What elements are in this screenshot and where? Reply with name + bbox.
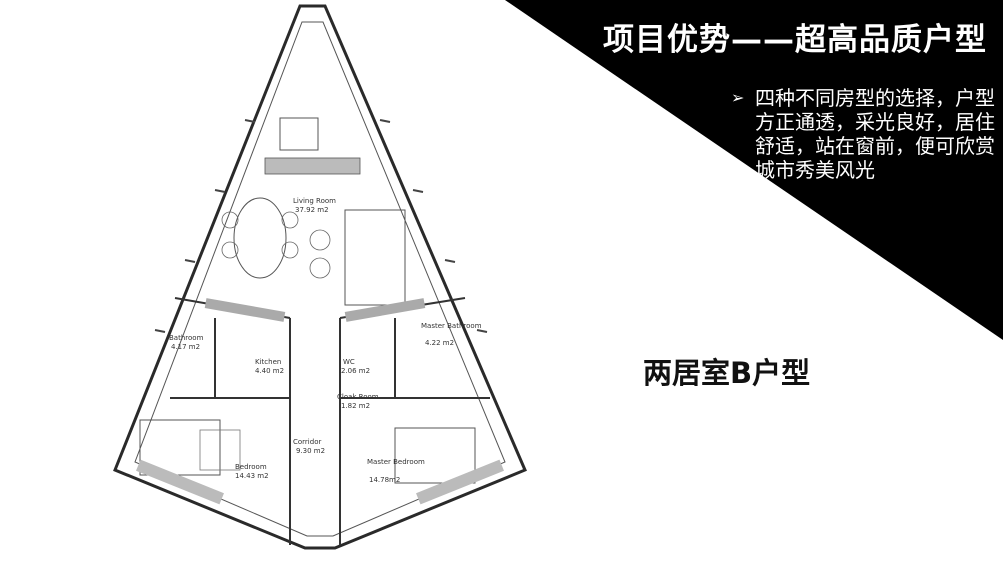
window-bottom-left: [136, 459, 224, 505]
window-ticks: [154, 119, 488, 333]
bullet-text: 四种不同房型的选择，户型方正通透，采光良好，居住舒适，站在窗前，便可欣赏城市秀美…: [755, 86, 995, 182]
room-name-bathroom: Bathroom: [169, 334, 204, 342]
room-area-wc: 2.06 m2: [341, 367, 370, 375]
tv-console: [264, 157, 361, 175]
floor-plan-outline: [113, 4, 527, 550]
window-bottom-right: [416, 459, 504, 505]
room-name-cloak-room: Cloak Room: [337, 393, 379, 401]
room-name-master-bathroom: Master Bathroom: [421, 322, 482, 330]
room-name-corridor: Corridor: [293, 438, 321, 446]
room-area-bedroom: 14.43 m2: [235, 472, 269, 480]
unit-type-label: 两居室B户型: [643, 356, 811, 390]
room-name-kitchen: Kitchen: [255, 358, 281, 366]
floor-plan-inner-outline: [134, 21, 506, 537]
bullet-point: ➢ 四种不同房型的选择，户型方正通透，采光良好，居住舒适，站在窗前，便可欣赏城市…: [731, 86, 995, 182]
sofa: [344, 209, 406, 306]
room-name-living: Living Room: [293, 197, 336, 205]
room-area-master-bathroom: 4.22 m2: [425, 339, 454, 347]
floor-plan-drawing: Living Room 37.92 m2 Bathroom 4.17 m2 Ki…: [113, 4, 527, 550]
room-area-corridor: 9.30 m2: [296, 447, 325, 455]
room-area-master-bedroom: 14.78m2: [369, 476, 400, 484]
bed-left: [139, 419, 221, 476]
room-area-cloak-room: 1.82 m2: [341, 402, 370, 410]
dining-table: [233, 197, 287, 279]
room-area-kitchen: 4.40 m2: [255, 367, 284, 375]
room-area-bathroom: 4.17 m2: [171, 343, 200, 351]
bullet-arrow-icon: ➢: [731, 88, 745, 107]
room-area-living: 37.92 m2: [295, 206, 329, 214]
partition-walls: [170, 297, 490, 545]
room-name-wc: WC: [343, 358, 355, 366]
counter-right: [344, 298, 426, 322]
slide-title: 项目优势——超高品质户型: [603, 22, 987, 58]
bed-right: [394, 427, 476, 484]
room-name-bedroom: Bedroom: [235, 463, 267, 471]
room-name-master-bedroom: Master Bedroom: [367, 458, 425, 466]
armchair: [279, 117, 319, 151]
counter-left: [204, 298, 286, 322]
